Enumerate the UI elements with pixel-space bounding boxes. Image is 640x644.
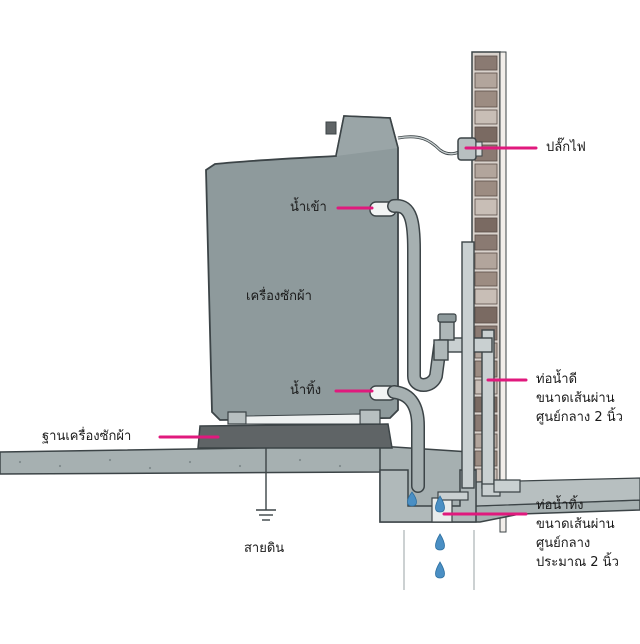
drain-pipe-label-line-1: ท่อน้ำทิ้ง — [536, 498, 584, 513]
floor-speck — [338, 464, 342, 468]
brick — [474, 109, 498, 125]
floor-speck — [188, 460, 192, 464]
leader-lines — [158, 146, 538, 516]
guide-lines — [403, 530, 475, 590]
ground-wire-label: สายดิน — [244, 541, 285, 556]
machine-base-label: ฐานเครื่องซักผ้า — [42, 429, 132, 444]
drain-pipe-label-line-2: ขนาดเส้นผ่าน — [536, 517, 615, 532]
inlet-hose — [387, 198, 447, 392]
drain-pipe — [437, 241, 475, 501]
supply-pipe-label-line-3: ศูนย์กลาง 2 นิ้ว — [536, 410, 623, 425]
brick — [474, 271, 498, 287]
brick — [474, 55, 498, 71]
brick-wall — [471, 51, 507, 533]
washing-machine-body — [205, 115, 399, 425]
brick — [474, 306, 498, 324]
machine-base — [197, 423, 393, 449]
supply-pipe-label-line-1: ท่อน้ำดี — [536, 372, 578, 387]
drain-pipe-label: ท่อน้ำทิ้ง ขนาดเส้นผ่าน ศูนย์กลาง ประมาณ… — [536, 496, 619, 572]
brick — [474, 163, 498, 179]
brick — [474, 72, 498, 89]
machine-label: เครื่องซักผ้า — [246, 289, 312, 304]
brick — [474, 217, 498, 233]
water-inlet-label: น้ำเข้า — [290, 200, 327, 215]
plug-label: ปลั๊กไฟ — [546, 140, 586, 155]
brick — [474, 90, 498, 108]
floor-speck — [108, 458, 112, 462]
drain-pipe-label-line-3: ศูนย์กลาง — [536, 536, 591, 551]
brick — [474, 198, 498, 216]
brick — [474, 180, 498, 197]
brick — [474, 252, 498, 270]
brick — [474, 288, 498, 305]
brick — [474, 234, 498, 251]
supply-pipe-label: ท่อน้ำดี ขนาดเส้นผ่าน ศูนย์กลาง 2 นิ้ว — [536, 370, 623, 427]
water-drops — [407, 491, 445, 579]
brick — [474, 126, 498, 143]
water-outlet-label: น้ำทิ้ง — [290, 383, 322, 398]
floor-speck — [298, 458, 302, 462]
drain-hose — [387, 385, 425, 493]
floor-speck — [58, 464, 62, 468]
ground-wire — [256, 448, 276, 521]
floor-speck — [238, 464, 242, 468]
floor-speck — [18, 460, 22, 464]
supply-pipe-label-line-2: ขนาดเส้นผ่าน — [536, 391, 615, 406]
floor-speck — [148, 466, 152, 470]
drain-pipe-label-line-4: ประมาณ 2 นิ้ว — [536, 555, 619, 570]
